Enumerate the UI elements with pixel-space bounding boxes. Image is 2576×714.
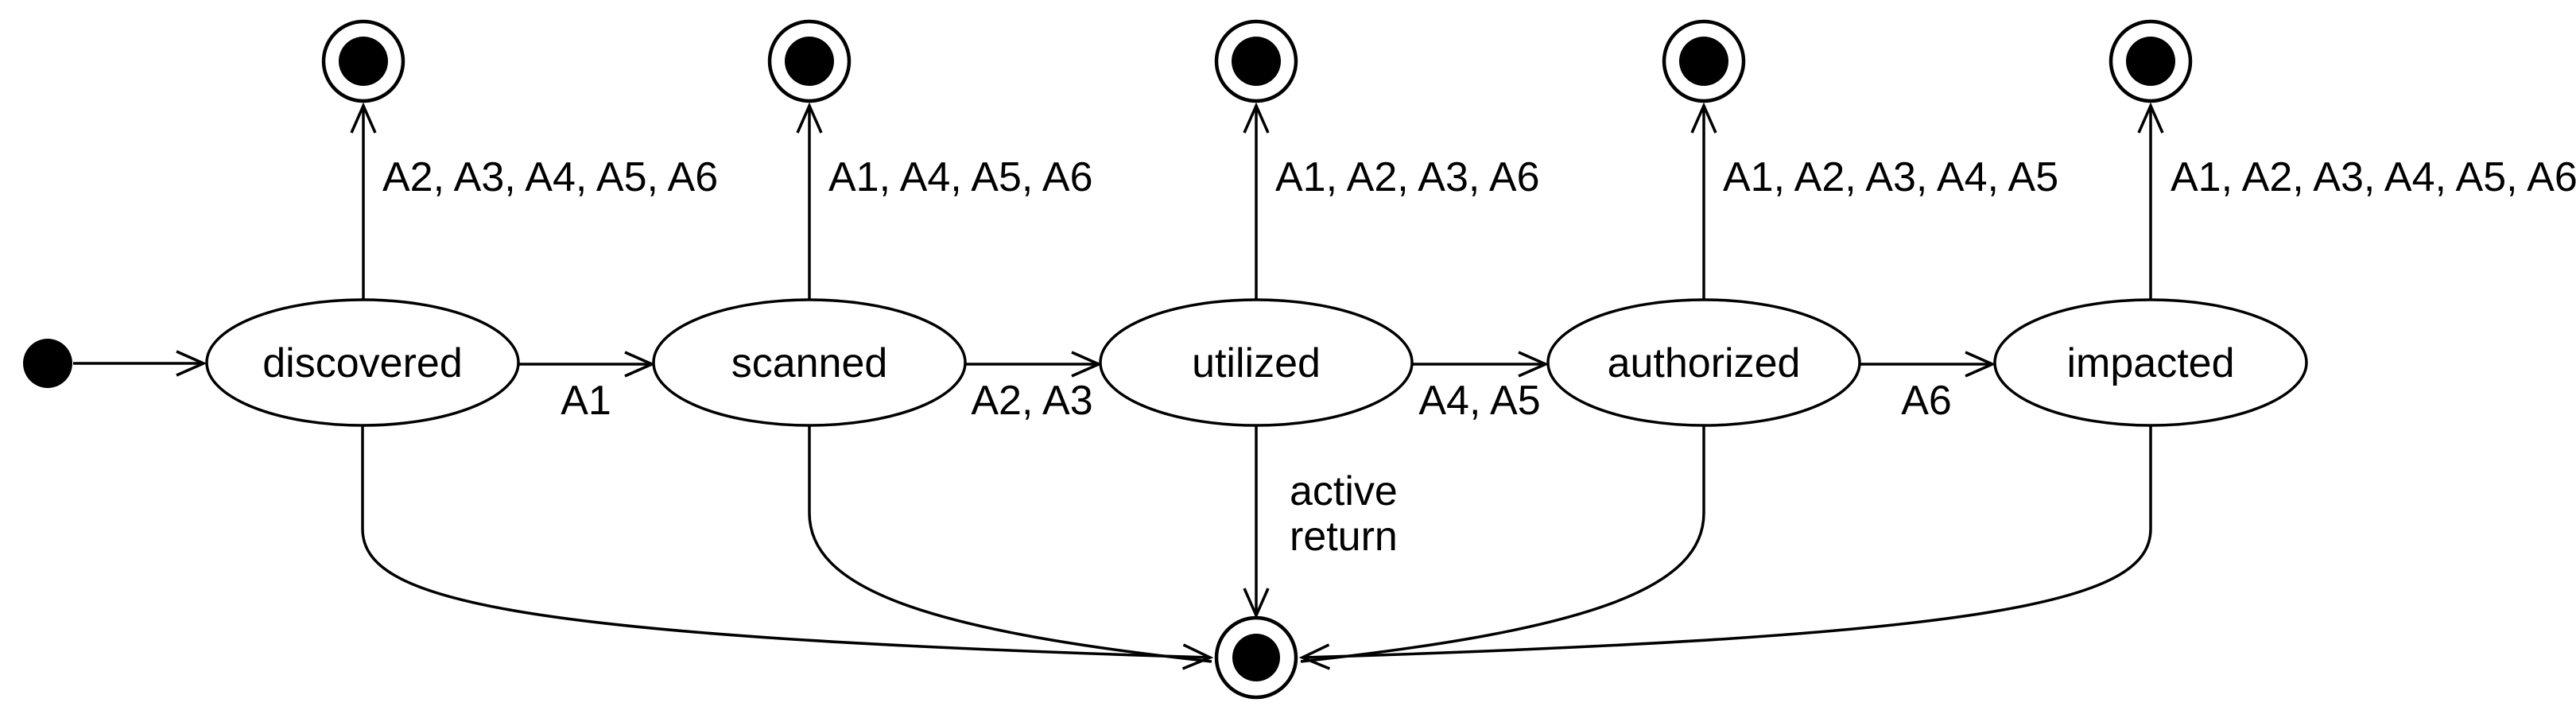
return-arrow-impacted-to-bottom-final bbox=[1298, 426, 2152, 670]
final-state-inner-dot bbox=[339, 37, 388, 86]
to-final-label-utilized: A1, A2, A3, A6 bbox=[1275, 154, 1540, 200]
state-node-impacted: impacted bbox=[1993, 298, 2308, 427]
to-final-label-scanned: A1, A4, A5, A6 bbox=[828, 154, 1093, 200]
state-label: scanned bbox=[731, 340, 888, 386]
final-state-icon-above-discovered bbox=[321, 19, 405, 103]
return-transition-label: active return bbox=[1290, 468, 1398, 560]
final-state-inner-dot bbox=[785, 37, 834, 86]
return-label-line2: return bbox=[1290, 514, 1398, 560]
state-ellipse bbox=[1546, 298, 1861, 427]
state-ellipse bbox=[1993, 298, 2308, 427]
state-ellipse bbox=[652, 298, 967, 427]
final-state-inner-dot bbox=[1232, 37, 1281, 86]
state-ellipse bbox=[205, 298, 520, 427]
state-node-utilized: utilized bbox=[1099, 298, 1414, 427]
state-label: discovered bbox=[262, 340, 462, 386]
transition-label-utilized-authorized: A4, A5 bbox=[1418, 378, 1540, 424]
state-node-scanned: scanned bbox=[652, 298, 967, 427]
state-node-discovered: discovered bbox=[205, 298, 520, 427]
state-node-authorized: authorized bbox=[1546, 298, 1861, 427]
final-state-icon-bottom bbox=[1214, 615, 1298, 700]
return-arrow-authorized-to-bottom-final bbox=[1300, 426, 1705, 663]
transition-label-scanned-utilized: A2, A3 bbox=[971, 378, 1092, 424]
return-arrow-scanned-to-bottom-final bbox=[808, 426, 1212, 663]
state-label: authorized bbox=[1608, 340, 1801, 386]
final-state-icon-above-scanned bbox=[767, 19, 852, 103]
final-state-icon-above-authorized bbox=[1662, 19, 1746, 103]
return-label-line1: active bbox=[1290, 468, 1398, 514]
transition-label-discovered-scanned: A1 bbox=[561, 378, 611, 424]
to-final-label-discovered: A2, A3, A4, A5, A6 bbox=[382, 154, 718, 200]
initial-state-icon bbox=[23, 339, 72, 388]
state-ellipse bbox=[1099, 298, 1414, 427]
transition-label-authorized-impacted: A6 bbox=[1901, 378, 1952, 424]
final-state-icon-above-utilized bbox=[1214, 19, 1298, 103]
final-state-inner-dot bbox=[1232, 634, 1280, 681]
to-final-label-authorized: A1, A2, A3, A4, A5 bbox=[1723, 154, 2058, 200]
state-label: utilized bbox=[1192, 340, 1321, 386]
final-state-inner-dot bbox=[1679, 37, 1728, 86]
state-label: impacted bbox=[2067, 340, 2235, 386]
final-state-icon-above-impacted bbox=[2109, 19, 2193, 103]
final-state-inner-dot bbox=[2126, 37, 2175, 86]
to-final-label-impacted: A1, A2, A3, A4, A5, A6 bbox=[2171, 154, 2576, 200]
return-arrow-discovered-to-bottom-final bbox=[361, 426, 1214, 670]
